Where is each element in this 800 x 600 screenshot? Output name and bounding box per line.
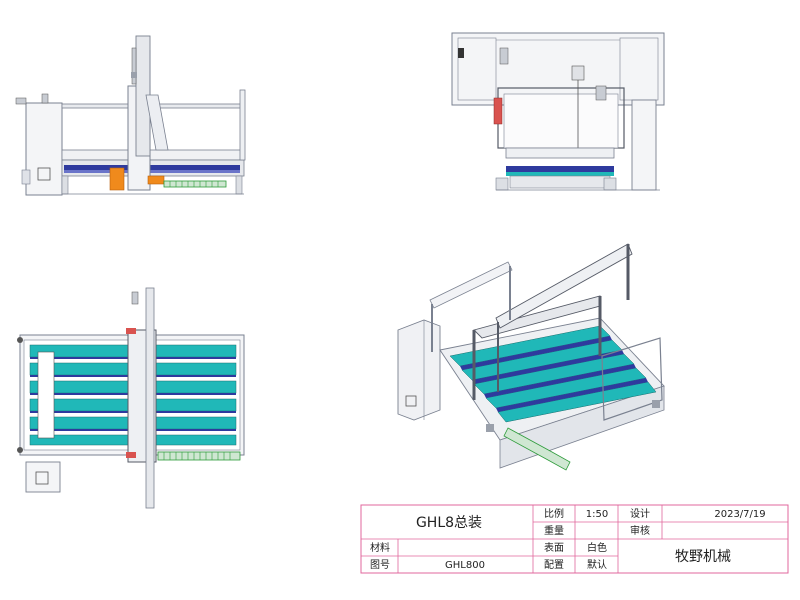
weight-label: 重量 [544,524,564,537]
drawing-no-label: 图号 [370,559,390,571]
iso-teal-slats [449,325,657,423]
company-name: 牧野机械 [675,549,731,565]
top-cabinet [25,461,61,493]
front-orange-actuator [109,167,125,191]
design-date: 2023/7/19 [714,509,765,520]
iso-cabinet [397,319,441,421]
material-label: 材料 [370,541,390,554]
front-cable-chain [163,180,227,188]
top-cable-chain [157,451,241,461]
scale-value: 1:50 [586,509,608,520]
review-label: 审核 [630,524,650,537]
isometric-view [397,243,665,471]
config-value: 默认 [587,558,607,571]
front-view [15,35,246,196]
scale-label: 比例 [544,507,564,520]
drawing-title: GHL8总装 [416,515,482,531]
drawing-no: GHL800 [445,560,485,571]
surface-value: 白色 [587,541,607,554]
config-label: 配置 [544,559,564,571]
front-cabinet [25,102,63,196]
design-label: 设计 [630,507,650,520]
title-block: GHL8总装 比例 1:50 设计 2023/7/19 重量 审核 材料 表面 … [360,504,789,574]
front-conveyor-band [64,165,240,170]
surface-label: 表面 [544,541,564,554]
top-view [17,287,245,509]
iso-cable-chain [503,427,571,471]
side-table-band [506,166,614,172]
side-view [451,32,665,191]
side-top-frame [451,32,665,106]
